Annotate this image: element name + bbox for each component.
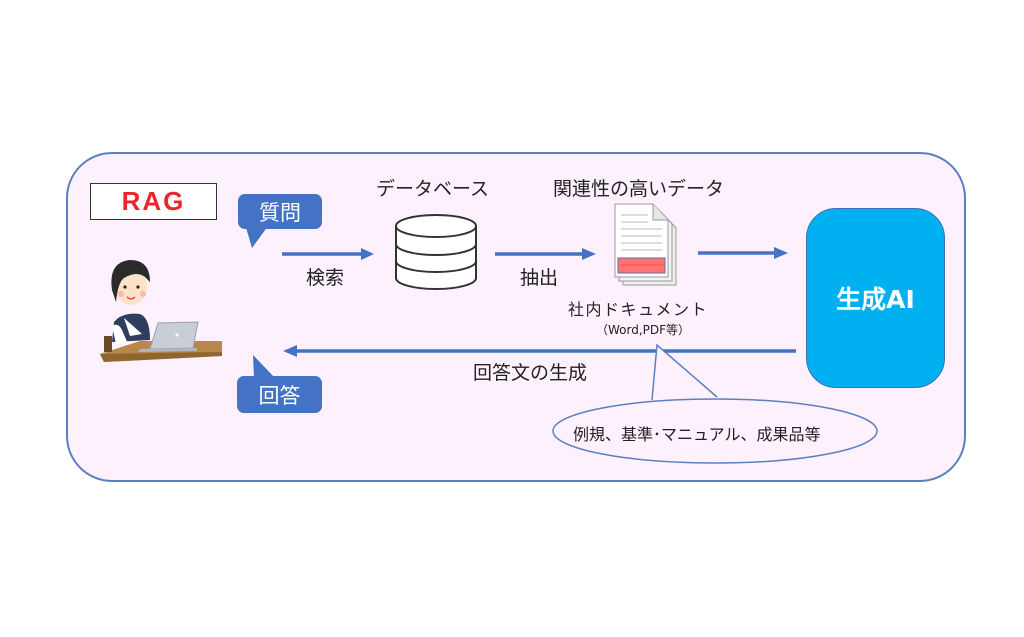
answer-bubble-text: 回答 xyxy=(258,383,301,408)
question-bubble: 質問 xyxy=(238,194,322,229)
generate-answer-label: 回答文の生成 xyxy=(473,362,588,384)
person-laptop-illustration xyxy=(100,260,222,362)
search-arrow xyxy=(282,248,374,260)
relevant-data-label: 関連性の高いデータ xyxy=(553,178,725,200)
search-label: 検索 xyxy=(306,267,345,289)
callout-text: 例規、基準･マニュアル、成果品等 xyxy=(573,425,821,444)
rag-title: RAG xyxy=(121,186,186,216)
callout-bubble xyxy=(552,343,878,464)
document-icon xyxy=(614,203,677,286)
database-label: データベース xyxy=(376,178,490,200)
extract-label: 抽出 xyxy=(520,267,559,289)
document-sub-label: （Word,PDF等） xyxy=(596,323,691,337)
generative-ai-label: 生成AI xyxy=(836,285,915,314)
question-bubble-tail xyxy=(245,224,268,248)
rag-title-box: RAG xyxy=(90,183,217,220)
document-label: 社内ドキュメント xyxy=(568,300,709,319)
answer-bubble: 回答 xyxy=(237,376,322,413)
extract-arrow xyxy=(495,248,596,260)
answer-bubble-tail xyxy=(253,355,275,378)
to-ai-arrow xyxy=(698,247,788,259)
database-icon xyxy=(395,214,477,290)
generate-answer-arrow xyxy=(283,345,796,357)
generative-ai-box: 生成AI xyxy=(806,208,945,388)
question-bubble-text: 質問 xyxy=(259,200,301,225)
